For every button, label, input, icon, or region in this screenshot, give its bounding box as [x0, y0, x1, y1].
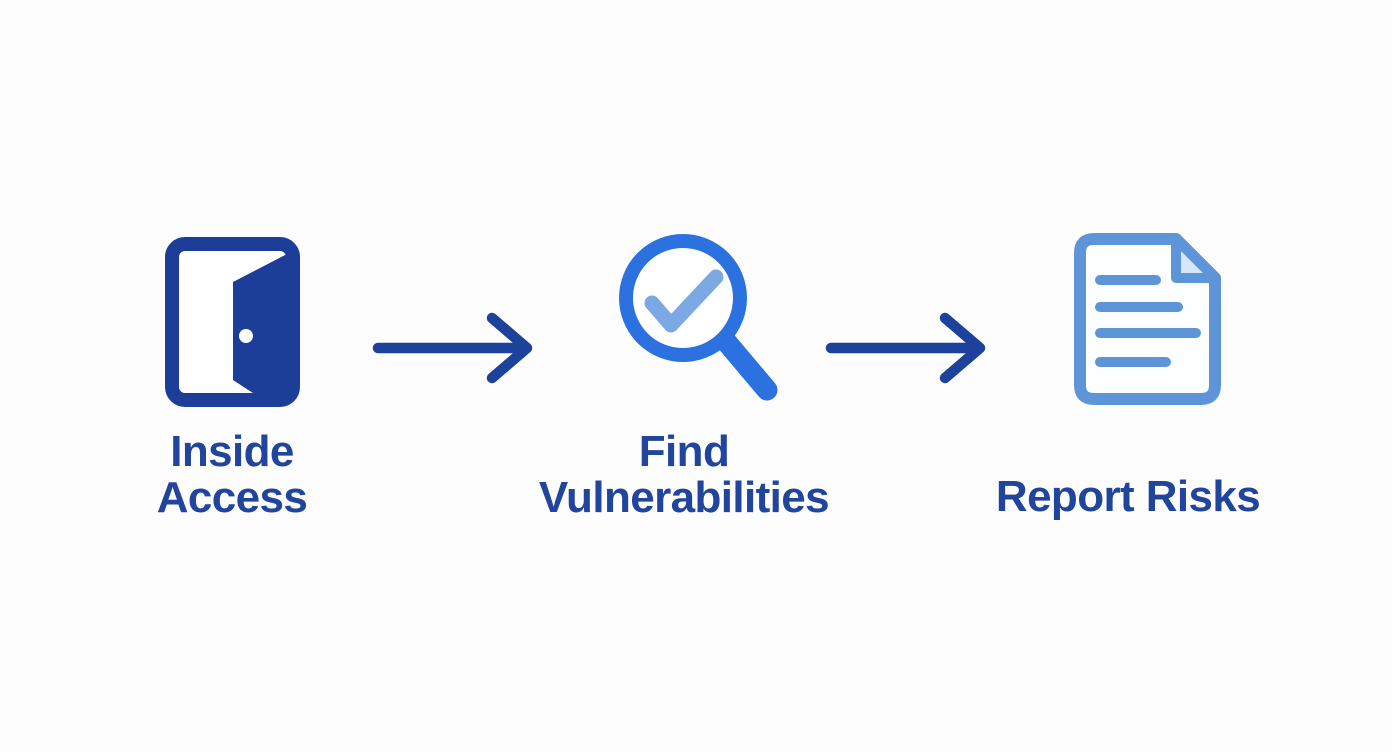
- magnifier-checkmark-icon: [610, 226, 780, 401]
- step-label-line: Report Risks: [995, 472, 1261, 521]
- open-door-icon: [165, 237, 300, 407]
- step-label-line: Access: [156, 473, 308, 522]
- arrow-right-icon: [823, 309, 988, 387]
- step-label-line: Inside: [170, 427, 294, 476]
- step-label-find-vulnerabilities: Find Vulnerabilities: [504, 429, 864, 521]
- report-document-icon: [1072, 231, 1223, 407]
- step-label-inside-access: Inside Access: [82, 429, 382, 521]
- step-label-line: Find: [638, 427, 730, 476]
- step-label-line: Vulnerabilities: [538, 473, 830, 522]
- step-label-report-risks: Report Risks: [948, 474, 1308, 520]
- arrow-right-icon: [370, 309, 535, 387]
